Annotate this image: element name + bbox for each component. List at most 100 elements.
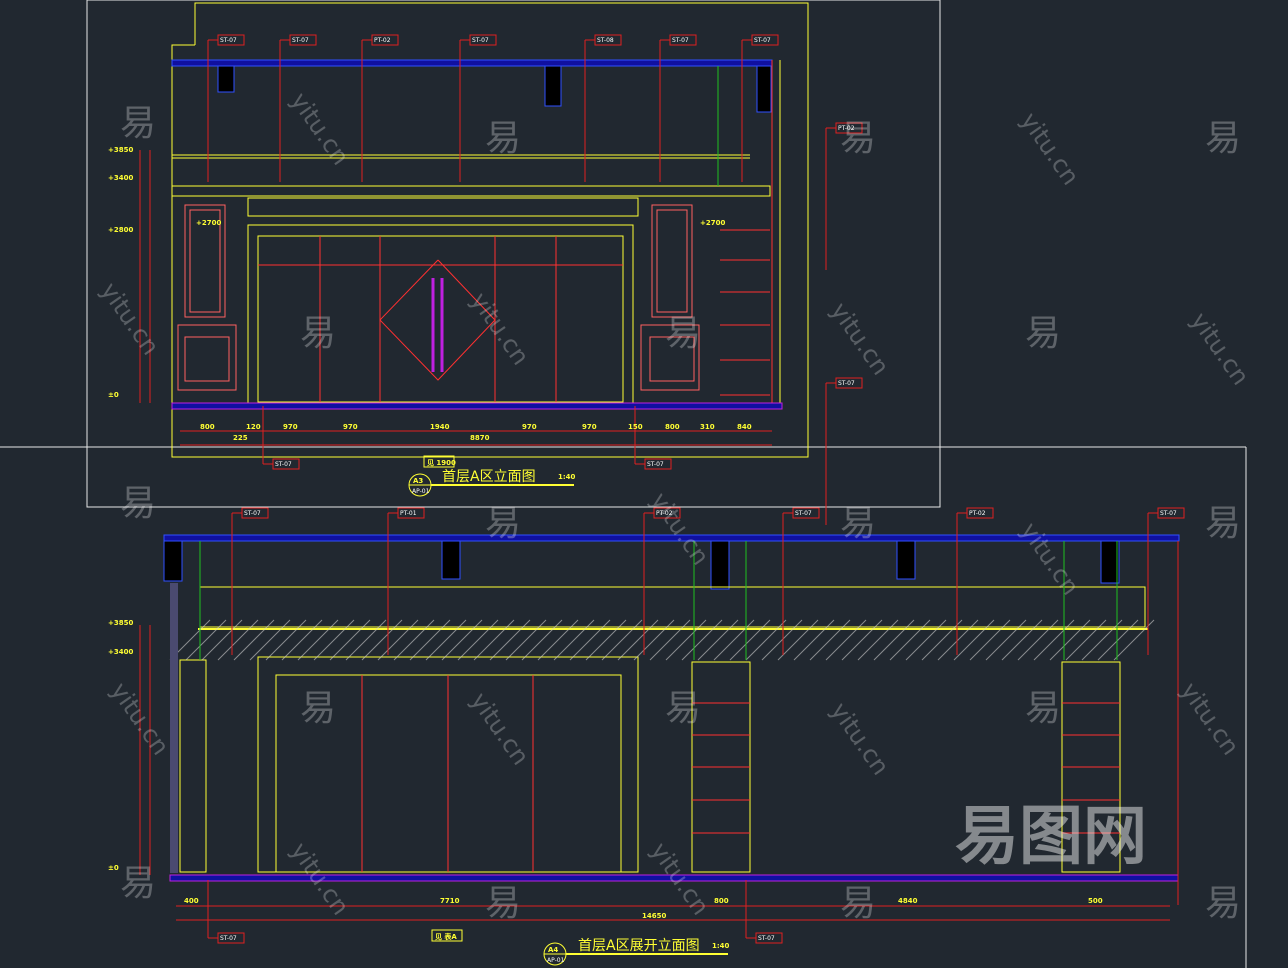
dimension-label: 500: [1088, 897, 1103, 905]
dimension-label: 8870: [470, 434, 490, 442]
watermark-site: yitu.cn: [465, 287, 535, 370]
material-tag-label: ST-07: [795, 510, 812, 517]
dimension-label: 970: [283, 423, 298, 431]
material-tag[interactable]: ST-07: [207, 880, 245, 944]
material-tag[interactable]: ST-07: [207, 34, 245, 182]
elevation-a3: [139, 2, 809, 458]
material-tag-label: PT-02: [838, 125, 855, 132]
watermark-site: yitu.cn: [465, 687, 535, 770]
level-mark-right: +2700: [700, 219, 725, 227]
dimension-label: 800: [200, 423, 215, 431]
material-tag-label: ST-08: [597, 37, 614, 44]
watermark-glyph: 易: [485, 118, 521, 159]
material-tag[interactable]: PT-01: [387, 507, 425, 655]
material-tag[interactable]: ST-08: [584, 34, 622, 182]
watermark-glyph: 易: [840, 503, 876, 544]
watermark-site: yitu.cn: [1015, 517, 1085, 600]
material-tag-label: ST-07: [838, 380, 855, 387]
callout-id: A3: [413, 477, 423, 485]
watermark-glyph: 易: [1025, 313, 1061, 354]
material-tag[interactable]: ST-07: [782, 507, 820, 655]
watermark-glyph: 易: [665, 313, 701, 354]
material-tag-label: ST-07: [754, 37, 771, 44]
material-tag[interactable]: ST-07: [279, 34, 317, 182]
watermark-glyph: 易: [120, 483, 156, 524]
dimension-label: 310: [700, 423, 715, 431]
callout-sheet: AP-01: [547, 957, 565, 964]
material-tag[interactable]: ST-07: [634, 406, 672, 470]
level-label: ±0: [108, 391, 119, 399]
material-tag-label: ST-07: [647, 461, 664, 468]
watermark-glyph: 易: [840, 883, 876, 924]
dimension-label: 1940: [430, 423, 450, 431]
watermark-glyph: 易: [485, 503, 521, 544]
level-label: +2800: [108, 226, 133, 234]
material-tag[interactable]: ST-07: [1147, 507, 1185, 655]
callout-sheet: AP-01: [412, 488, 430, 495]
watermark-glyph: 易: [665, 688, 701, 729]
dimension-label: 800: [714, 897, 729, 905]
dimension-label: 4840: [898, 897, 918, 905]
dimension-label: 120: [246, 423, 261, 431]
material-tag[interactable]: ST-07: [825, 377, 863, 525]
material-tag-label: ST-07: [1160, 510, 1177, 517]
dimension-label: 14650: [642, 912, 666, 920]
drawing-scale: 1:40: [558, 473, 576, 481]
material-tag-label: ST-07: [472, 37, 489, 44]
material-tag[interactable]: ST-07: [659, 34, 697, 182]
watermark-site: yitu.cn: [95, 277, 165, 360]
material-tag-label: PT-02: [374, 37, 391, 44]
watermark-glyph: 易: [120, 863, 156, 904]
watermark-glyph: 易: [1025, 688, 1061, 729]
dimension-label: 150: [628, 423, 643, 431]
drawing-scale: 1:40: [712, 942, 730, 950]
watermark-glyph: 易: [840, 118, 876, 159]
material-tag[interactable]: ST-07: [745, 880, 783, 944]
material-tag-label: ST-07: [275, 461, 292, 468]
material-tag-label: PT-02: [656, 510, 673, 517]
material-tag-label: ST-07: [292, 37, 309, 44]
drawing-title: 首层A区立面图: [442, 469, 536, 485]
material-tag[interactable]: PT-02: [825, 122, 863, 270]
material-tag-label: ST-07: [220, 37, 237, 44]
watermark-glyph: 易: [300, 688, 336, 729]
material-tag[interactable]: ST-07: [231, 507, 269, 655]
dimension-label: 225: [233, 434, 248, 442]
material-tag-label: ST-07: [758, 935, 775, 942]
level-label: +3850: [108, 619, 133, 627]
dimension-label: 970: [343, 423, 358, 431]
watermark-site: yitu.cn: [1185, 307, 1255, 390]
elevation-a4: [139, 534, 1180, 921]
watermark-logo: 易图网: [955, 800, 1147, 874]
material-tag-label: ST-07: [220, 935, 237, 942]
level-mark-left: +2700: [196, 219, 221, 227]
material-tag[interactable]: ST-07: [459, 34, 497, 182]
watermark-glyph: 易: [485, 883, 521, 924]
watermark-site: yitu.cn: [1175, 677, 1245, 760]
watermark-site: yitu.cn: [1015, 107, 1085, 190]
watermark-site: yitu.cn: [825, 697, 895, 780]
note-box-label: 见 表A: [435, 932, 457, 941]
material-tag[interactable]: PT-02: [956, 507, 994, 655]
material-tag-label: ST-07: [244, 510, 261, 517]
material-tag[interactable]: PT-02: [361, 34, 399, 182]
dimension-label: 800: [665, 423, 680, 431]
note-box-label: 见 1900: [427, 459, 456, 467]
dimension-label: 970: [582, 423, 597, 431]
drawing-title: 首层A区展开立面图: [578, 938, 700, 954]
watermark-glyph: 易: [1205, 118, 1241, 159]
dimension-label: 400: [184, 897, 199, 905]
level-label: +3400: [108, 174, 133, 182]
material-tag[interactable]: ST-07: [741, 34, 779, 182]
watermark-glyph: 易: [300, 313, 336, 354]
dimension-label: 970: [522, 423, 537, 431]
material-tag-label: PT-02: [969, 510, 986, 517]
level-label: +3400: [108, 648, 133, 656]
watermark-glyph: 易: [120, 103, 156, 144]
material-tag[interactable]: ST-07: [262, 406, 300, 470]
material-tag[interactable]: PT-02: [643, 507, 681, 655]
material-tag-label: ST-07: [672, 37, 689, 44]
callout-id: A4: [548, 946, 558, 954]
level-label: +3850: [108, 146, 133, 154]
